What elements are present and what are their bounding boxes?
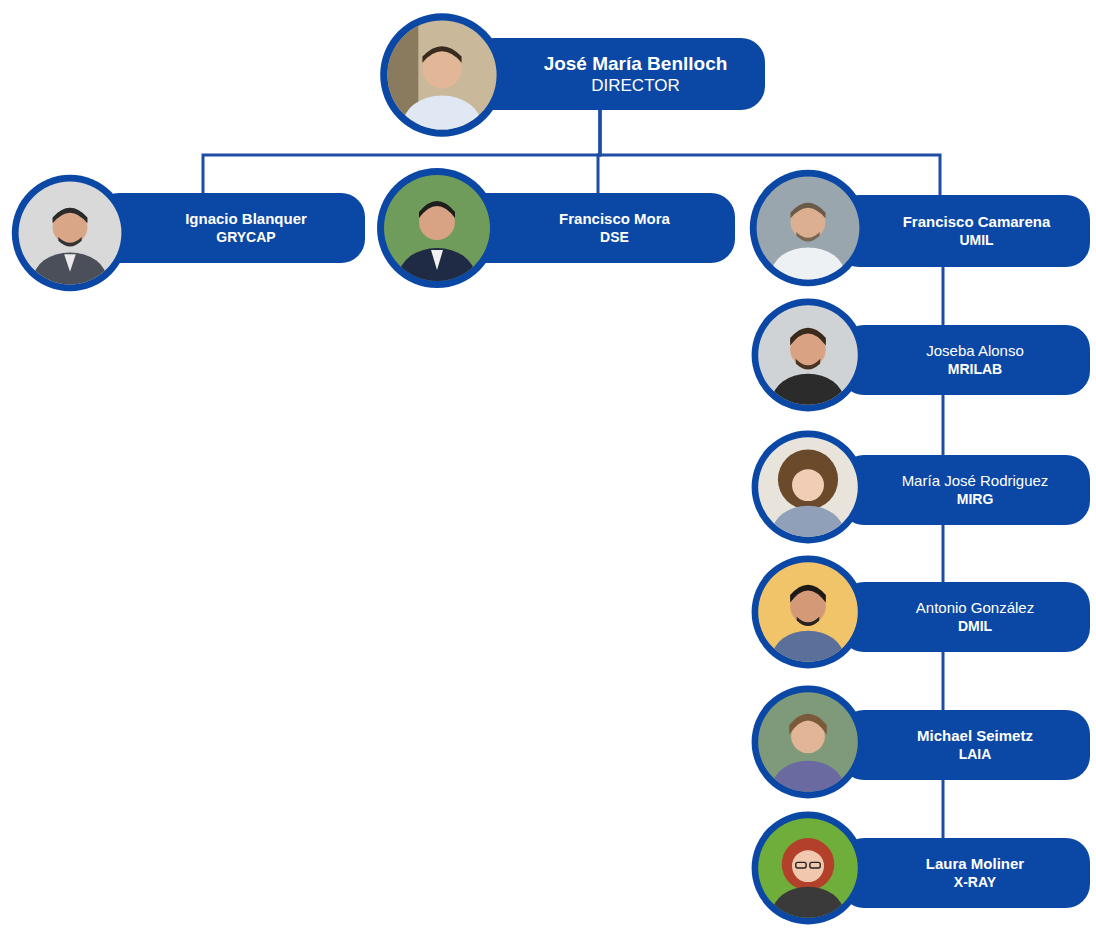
org-box: Michael SeimetzLAIA xyxy=(840,710,1090,780)
photo xyxy=(752,812,865,928)
org-box: Laura MolinerX-RAY xyxy=(840,838,1090,908)
org-box: Ignacio BlanquerGRYCAP xyxy=(95,193,365,263)
group-name: X-RAY xyxy=(954,874,996,892)
photo xyxy=(752,299,865,427)
org-connector xyxy=(942,267,945,325)
photo xyxy=(752,686,865,814)
org-box: Antonio GonzálezDMIL xyxy=(840,582,1090,652)
person-name: Francisco Camarena xyxy=(903,213,1051,232)
person-name: Michael Seimetz xyxy=(917,727,1033,746)
person-name: Antonio González xyxy=(916,599,1034,618)
org-connector xyxy=(942,525,945,582)
person-name: Ignacio Blanquer xyxy=(185,210,307,229)
group-name: LAIA xyxy=(959,746,992,764)
photo xyxy=(12,175,128,307)
group-name: UMIL xyxy=(959,232,993,250)
group-name: MRILAB xyxy=(948,361,1002,379)
person-name: Joseba Alonso xyxy=(926,342,1024,361)
group-name: DIRECTOR xyxy=(591,75,679,96)
org-box: José María BenllochDIRECTOR xyxy=(470,38,765,110)
org-box: María José RodriguezMIRG xyxy=(840,455,1090,525)
org-box: Francisco MoraDSE xyxy=(460,193,735,263)
group-name: GRYCAP xyxy=(216,229,275,247)
photo xyxy=(377,168,497,304)
photo xyxy=(752,431,865,559)
org-box: Francisco CamarenaUMIL xyxy=(835,195,1090,267)
person-name: José María Benlloch xyxy=(544,52,728,76)
person-name: María José Rodriguez xyxy=(902,472,1049,491)
photo xyxy=(752,556,865,684)
org-connector xyxy=(942,652,945,710)
group-name: MIRG xyxy=(957,491,994,509)
org-box: Joseba AlonsoMRILAB xyxy=(840,325,1090,395)
photo xyxy=(750,170,866,302)
person-name: Laura Moliner xyxy=(926,855,1024,874)
person-name: Francisco Mora xyxy=(559,210,670,229)
photo xyxy=(380,13,504,153)
org-connector xyxy=(600,110,940,195)
group-name: DSE xyxy=(600,229,629,247)
org-connector xyxy=(942,395,945,455)
org-connector xyxy=(942,780,945,838)
group-name: DMIL xyxy=(958,618,992,636)
